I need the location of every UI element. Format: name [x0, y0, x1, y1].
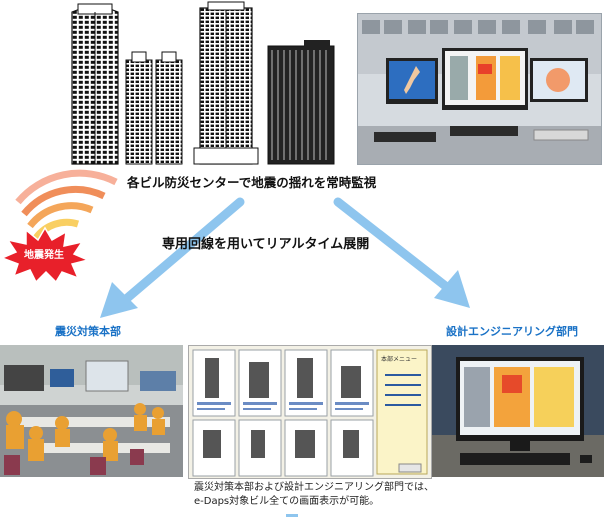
- arrow-to-left-destination: [100, 202, 240, 318]
- building-cards: [193, 350, 373, 476]
- availability-note-line1: 震災対策本部および設計エンジニアリング部門では、: [194, 481, 434, 495]
- availability-note-line2: e-Daps対象ビル全ての画面表示が可能。: [194, 495, 379, 509]
- engineering-desk-photo: [432, 345, 604, 477]
- disaster-hq-label: 震災対策本部: [55, 323, 121, 339]
- engineering-dept-label: 設計エンジニアリング部門: [446, 323, 578, 339]
- realtime-network-label: 専用回線を用いてリアルタイム展開: [162, 233, 369, 252]
- bottom-divider: [286, 514, 298, 517]
- display-panel-title: 本部メニュー: [381, 354, 417, 363]
- arrow-to-right-destination: [338, 202, 470, 308]
- building-list-display: 本部メニュー: [188, 345, 432, 479]
- disaster-hq-photo: [0, 345, 183, 477]
